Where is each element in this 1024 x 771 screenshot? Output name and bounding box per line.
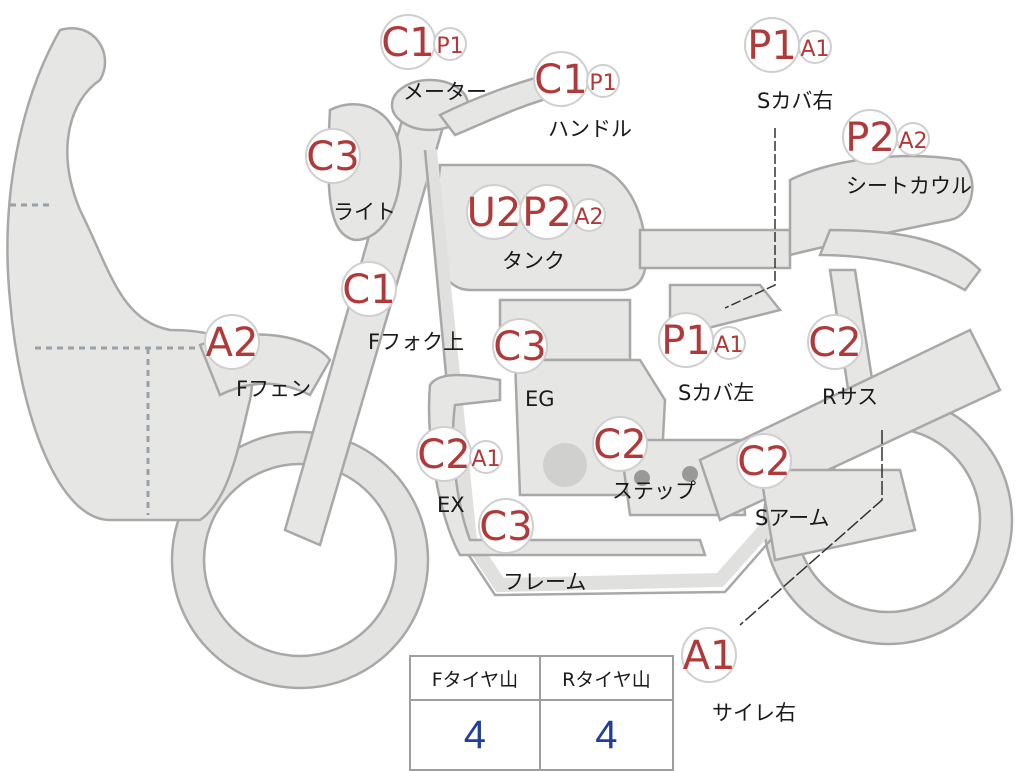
label-seat-cowl: シートカウル (846, 174, 972, 198)
grade-meter-primary: C1 (381, 20, 434, 66)
grade-seat-cowl-primary: P2 (845, 115, 895, 161)
grade-light-primary: C3 (306, 134, 359, 180)
label-meter: メーター (403, 80, 487, 104)
front-wheel-outline (170, 430, 430, 690)
label-tank: タンク (502, 249, 565, 273)
grade-meter-secondary: P1 (436, 34, 463, 59)
grade-front-fender: A2 (204, 314, 260, 370)
grade-engine-primary: C3 (493, 324, 546, 370)
grade-meter: C1 P1 (380, 14, 467, 70)
label-rear-suspension: Rサス (822, 385, 878, 409)
grade-tank-primary: U2 (467, 190, 522, 236)
grade-handle: C1 P1 (533, 51, 620, 107)
grade-front-fender-primary: A2 (206, 320, 259, 366)
grade-frame-primary: C3 (479, 504, 532, 550)
tire-table-value-row: 4 4 (409, 699, 675, 771)
label-step: ステップ (612, 479, 696, 503)
rear-tire-header: Rタイヤ山 (538, 655, 675, 701)
part-labels: メーター ハンドル ライト タンク Fフォク上 Fフェン EG EX フレーム … (236, 80, 972, 725)
grade-silencer-right-primary: A1 (683, 633, 736, 679)
grade-side-cover-left-primary: P1 (661, 318, 711, 364)
grade-fork-upper-primary: C1 (342, 267, 395, 313)
grade-silencer-right: A1 (681, 627, 737, 683)
grade-tank: U2 P2 A2 (466, 184, 606, 240)
grade-markers: C1 P1 C1 P1 C3 U2 P2 A2 C1 A2 (204, 14, 930, 683)
fairing-dotted-lines (10, 203, 200, 515)
label-frame: フレーム (503, 570, 586, 594)
grade-exhaust-primary: C2 (417, 432, 470, 478)
label-engine: EG (525, 387, 555, 411)
label-exhaust: EX (437, 493, 465, 517)
grade-side-cover-left-secondary: A1 (714, 333, 743, 358)
label-silencer-right: サイレ右 (712, 701, 796, 725)
label-fork-upper: Fフォク上 (368, 330, 464, 354)
grade-frame: C3 (478, 498, 534, 554)
tire-table-header-row: Fタイヤ山 Rタイヤ山 (409, 655, 675, 701)
grade-tank-tertiary: A2 (574, 205, 603, 230)
grade-handle-secondary: P1 (589, 71, 616, 96)
step-peg-1 (634, 470, 650, 486)
grade-engine: C3 (492, 318, 548, 374)
grade-exhaust-secondary: A1 (471, 447, 500, 472)
grade-exhaust: C2 A1 (416, 426, 503, 482)
leader-lines (724, 128, 883, 626)
label-handle: ハンドル (548, 117, 632, 141)
grade-rear-suspension: C2 (807, 314, 863, 370)
grade-side-cover-left: P1 A1 (658, 312, 746, 368)
grade-step-primary: C2 (593, 422, 646, 468)
rear-tire-value: 4 (538, 699, 675, 771)
grade-seat-cowl-secondary: A2 (898, 129, 927, 154)
front-tire-header: Fタイヤ山 (409, 655, 541, 701)
grade-side-cover-right-secondary: A1 (800, 37, 829, 62)
grade-side-cover-right-primary: P1 (747, 23, 797, 69)
seat-shape (638, 228, 792, 270)
grade-fork-upper: C1 (341, 261, 397, 317)
label-side-cover-left: Sカバ左 (678, 381, 754, 405)
engine-cover (543, 443, 587, 487)
label-light: ライト (333, 200, 396, 224)
grade-seat-cowl: P2 A2 (842, 109, 930, 165)
step-peg-2 (682, 466, 698, 482)
front-wheel-inner (202, 462, 398, 658)
label-front-fender: Fフェン (236, 377, 311, 401)
grade-rear-suspension-primary: C2 (808, 320, 861, 366)
grade-swing-arm: C2 (736, 433, 792, 489)
grade-step: C2 (592, 416, 648, 472)
label-swing-arm: Sアーム (755, 506, 829, 530)
grade-handle-primary: C1 (534, 57, 587, 103)
front-wheel (173, 433, 427, 687)
grade-tank-secondary: P2 (522, 190, 572, 236)
silencer-shape (758, 468, 917, 562)
rear-fender-shape (818, 228, 982, 292)
tire-tread-table: Fタイヤ山 Rタイヤ山 4 4 (409, 655, 675, 771)
label-side-cover-right: Sカバ右 (757, 89, 833, 113)
front-fairing (6, 27, 254, 522)
grade-swing-arm-primary: C2 (737, 439, 790, 485)
front-tire-value: 4 (409, 699, 541, 771)
motorcycle-silhouette (6, 27, 1014, 690)
grade-side-cover-right: P1 A1 (744, 17, 832, 73)
grade-light: C3 (305, 128, 361, 184)
